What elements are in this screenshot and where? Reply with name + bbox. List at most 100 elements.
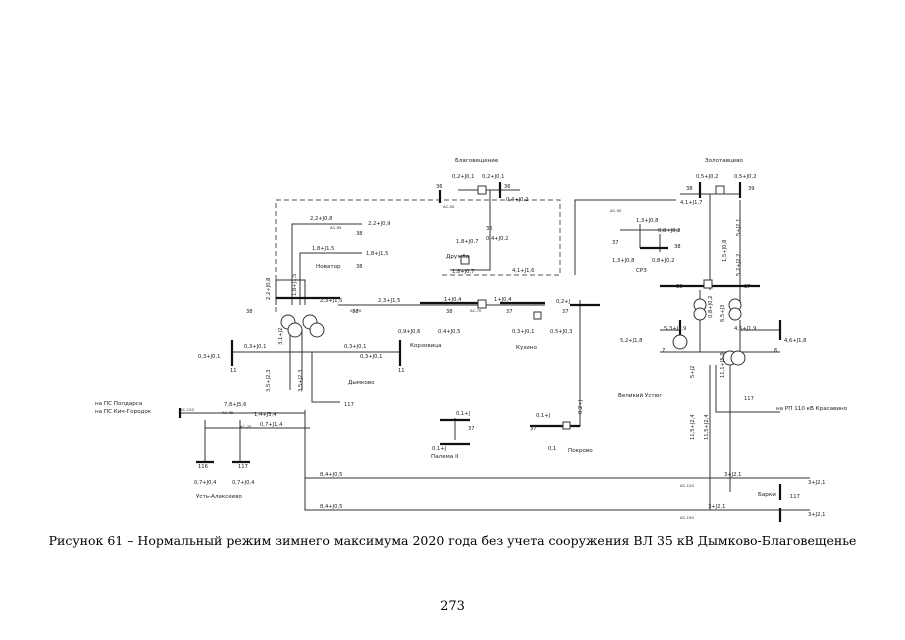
line-code-labels: АС-50 АС-95 АС-70 АС-70 АС-50 АС-120 АС-… [180,204,694,520]
flow-label: 0,4+J0,5 [438,329,460,335]
flow-label: 3+J2,1 [724,472,741,478]
bus-code: 39 [748,186,755,192]
bus-code: 37 [744,284,751,290]
substation-label-kich-gorodok: на ПС Кич-Городок [95,409,152,415]
bus-code: 36 [436,184,443,190]
breaker-zolotavtsevo-2 [703,279,713,289]
substation-label-barki: Барки [758,492,776,498]
bus-code: 37 [530,426,537,432]
bus-code: 38 [446,309,453,315]
figure-caption: Рисунок 61 – Нормальный режим зимнего ма… [48,533,857,548]
breaker-pokrovo [562,421,571,430]
substation-label-korzovitsa: Корзовица [410,343,442,349]
substation-label-zolotavtsevo: Золотавцево [705,158,744,164]
line-code: АС-150 [680,515,694,520]
breaker-druzhba [460,255,470,265]
bus-code: 37 [612,240,619,246]
flow-label: 0,1 [548,446,556,452]
bus-code: 38 [356,264,363,270]
transformer-dymkovo-2 [287,322,303,338]
flow-label: 1+J0,4 [494,297,512,303]
flow-label: 3,5+J2,3 [266,370,272,392]
flow-label: 5,2+J1,8 [620,338,642,344]
flow-label: 5,3+J1,9 [664,326,686,332]
flow-label: 0,7+J0,4 [232,480,255,486]
flow-label: 3,5+J2,3 [298,370,304,392]
line-code: АС-95 [330,225,342,230]
flow-label: 0,7+J0,4 [194,480,217,486]
flow-label: 1,3+J0,8 [636,218,658,224]
flow-label: 0,4+J0,2 [486,236,508,242]
line-code: АС-95 [222,410,234,415]
breaker-blagoveshchenye [477,185,487,195]
bus-code: 38 [352,309,359,315]
substation-label-druzhba: Дружба [446,254,469,260]
flow-label: 0,9+J0,6 [398,329,420,335]
line-code: АС-120 [680,483,694,488]
flow-label: 1,8+J1,5 [366,251,388,257]
bus-code: 38 [676,284,683,290]
flow-label: 0,3+J0,1 [344,344,366,350]
flow-label: 1,3+J0,8 [612,258,634,264]
flow-label: 1,8+J1,5 [292,274,298,296]
breaker-zolotavtsevo [715,185,725,195]
bus-code: 117 [790,494,800,500]
flow-label: 2,2+J0,8 [310,216,332,222]
bus-code: 6 [774,348,777,354]
flow-label: 0,3+J0,1 [244,344,266,350]
line-code: АС-120 [180,407,194,412]
flow-label: 3+J2,1 [708,504,725,510]
flow-label: 3+J2,1 [808,480,825,486]
transformers [280,298,746,366]
flow-label: 3,1+J2 [278,328,284,345]
bus-code: 117 [238,464,248,470]
bus-code-labels: 36 36 36 38 39 38 38 38 38 38 37 37 37 3… [198,184,800,500]
transformer-vu-5 [672,334,688,350]
flow-label: 4,1+J1,6 [512,268,534,274]
bus-code: 38 [246,309,253,315]
flow-label: 0,8+J0,2 [708,296,714,318]
bus-code: 7 [662,348,665,354]
flow-label: 1,5+J0,8 [722,240,728,262]
bus-code: 11 [230,368,237,374]
flow-label: 7,8+J5,6 [224,402,246,408]
flow-label: 0,1+J [456,411,471,417]
bus-code: 11 [398,368,405,374]
substation-label-krasavino: на РП 110 кВ Красавино [776,406,848,412]
flow-label: 0,5+J0,3 [550,329,572,335]
flow-label: 1,4+J3,4 [254,412,277,418]
bus-code: 38 [356,231,363,237]
flow-label: 1,8+J0,7 [456,239,478,245]
transformer-dymkovo-4 [309,322,325,338]
flow-label: 4,1+J1,7 [680,200,702,206]
flow-label: 4,6+J1,9 [734,326,756,332]
flow-label: 1+J0,4 [444,297,462,303]
flow-label: 1,8+J0,7 [452,269,474,275]
page-number: 273 [440,599,465,614]
bus-code: 38 [674,244,681,250]
switchgear [460,185,725,430]
bus-code: 37 [506,309,513,315]
substation-label-palema: Палема II [431,454,459,460]
bus-code: 37 [562,309,569,315]
substation-label-veliky-ustyug: Великий Устюг [618,392,662,399]
flow-label: 0,2+J0,1 [452,174,474,180]
flow-label: 2,2+J0,9 [368,221,390,227]
flow-label: 0,1+J [432,446,447,452]
flow-label: 11,1+J5,9 [720,352,726,378]
substation-label-blagoveshchenye: Благовещение [455,158,499,164]
flow-label: 0,3+J0,1 [512,329,534,335]
transformer-vu-2 [693,307,707,321]
flow-label: 5+J2 [690,366,696,378]
flow-label: 0,3+J0,1 [198,354,220,360]
line-code: АС-50 [443,204,455,209]
bus-code: 36 [486,226,493,232]
flow-label: 0,7+J1,4 [260,422,283,428]
bus-code: 38 [686,186,693,192]
bus-code: 36 [504,184,511,190]
flow-label: 8,4+J0,5 [320,504,342,510]
flow-label: 4,6+J1,8 [784,338,806,344]
bus-code: 116 [198,464,208,470]
flow-label: 2,2+J0,8 [266,278,272,300]
substation-label-sr3: СРЗ [636,268,647,274]
